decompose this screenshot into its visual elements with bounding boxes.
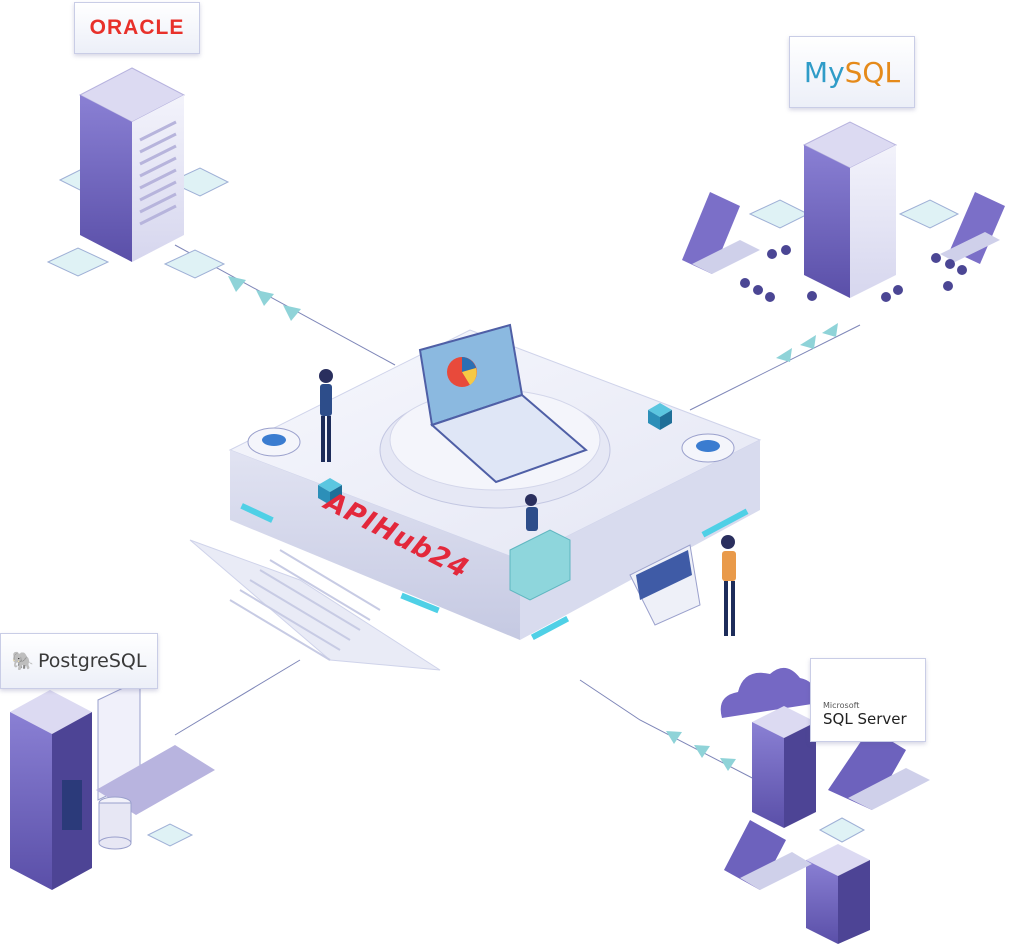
mysql-label-sql: SQL	[844, 55, 901, 89]
postgresql-server-group	[10, 679, 215, 890]
people-figures	[319, 369, 736, 636]
oracle-server-group	[46, 67, 230, 279]
mysql-label-my: My	[803, 55, 845, 89]
sqlserver-label: SQL Server	[823, 709, 907, 728]
oracle-label: ORACLE	[89, 16, 185, 39]
microsoft-label: Microsoft	[823, 700, 860, 710]
mysql-server-group	[682, 121, 1005, 302]
laptop-dashboard-icon	[418, 323, 588, 484]
postgresql-logo: 🐘 PostgreSQL	[0, 633, 158, 689]
flow-arrows	[228, 276, 838, 771]
sqlserver-server-group	[720, 667, 930, 944]
platform-devices	[247, 403, 735, 626]
postgresql-label: PostgreSQL	[37, 650, 147, 672]
oracle-logo: ORACLE	[74, 2, 200, 54]
sqlserver-logo: Microsoft SQL Server	[810, 658, 926, 742]
elephant-icon: 🐘	[11, 650, 34, 671]
